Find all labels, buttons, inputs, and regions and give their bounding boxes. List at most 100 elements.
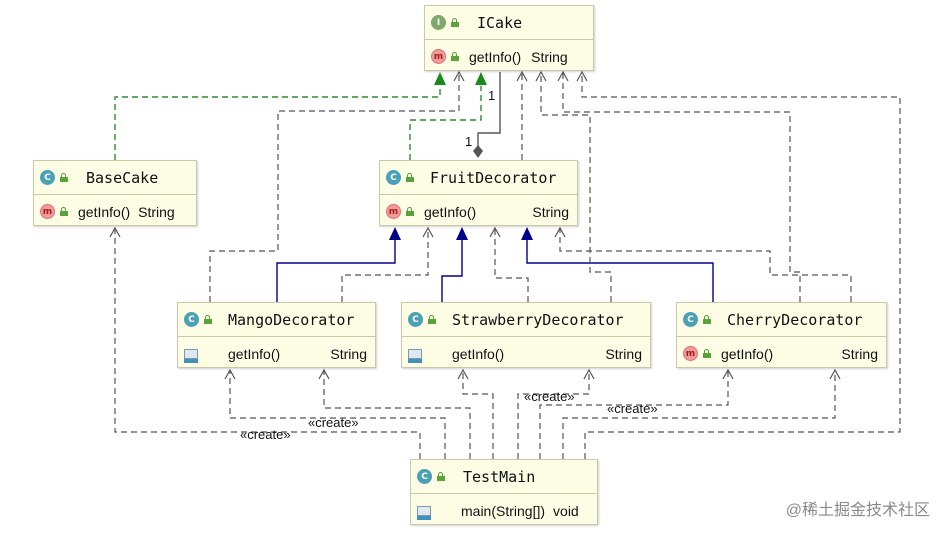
class-icake[interactable]: I ICake m getInfo() String (424, 5, 594, 71)
method-row[interactable]: getInfo() String (178, 337, 375, 370)
public-lock-icon (428, 315, 436, 324)
edge-testmain-creates-strawberry (457, 368, 494, 459)
edge-cherry-extends-fruit (526, 240, 714, 302)
class-testmain[interactable]: C TestMain main(String[]) void (410, 459, 598, 525)
runnable-class-icon: C (417, 469, 432, 484)
create-stereotype-label: «create» (240, 427, 291, 442)
method-name: getInfo() (424, 203, 477, 220)
class-icon: C (386, 170, 401, 185)
method-return-type: String (532, 203, 569, 220)
method-icon: m (431, 49, 446, 64)
create-stereotype-label: «create» (607, 401, 658, 416)
class-title: MangoDecorator (228, 310, 355, 329)
watermark: @稀土掘金技术社区 (785, 502, 930, 519)
public-lock-icon (406, 173, 414, 182)
class-strawberrydecorator[interactable]: C StrawberryDecorator getInfo() String (401, 302, 651, 368)
implements-arrowhead (434, 72, 446, 85)
create-stereotype-label: «create» (524, 389, 575, 404)
edge-testmain-depends-icake (576, 70, 901, 459)
edge-testmain-creates-mango (224, 368, 446, 459)
public-lock-icon (451, 52, 459, 61)
edge-testmain-creates-mango-2 (318, 368, 471, 459)
public-lock-icon (451, 18, 459, 27)
class-title: CherryDecorator (727, 310, 863, 329)
class-title: FruitDecorator (430, 168, 557, 187)
class-title: ICake (477, 13, 523, 32)
method-row[interactable]: main(String[]) void (411, 494, 597, 527)
edge-cherry-depends-icake (557, 70, 801, 302)
method-return-type: String (531, 48, 568, 65)
extends-arrowhead (389, 227, 401, 240)
create-stereotype-label: «create» (308, 415, 359, 430)
implements-arrowhead (475, 72, 487, 85)
method-name: main(String[]) (461, 502, 546, 519)
edge-fruit-composes-icake (477, 72, 501, 148)
public-lock-icon (406, 207, 414, 216)
method-icon: m (683, 346, 698, 361)
extends-arrowhead (456, 227, 468, 240)
class-icon: C (408, 312, 423, 327)
public-lock-icon (204, 315, 212, 324)
class-fruitdecorator[interactable]: C FruitDecorator m getInfo() String (379, 160, 578, 226)
class-title: TestMain (463, 467, 536, 486)
method-row[interactable]: m getInfo() String (677, 337, 886, 370)
class-icon: C (40, 170, 55, 185)
edge-testmain-uses-basecake (109, 226, 421, 459)
class-header: C CherryDecorator (677, 303, 886, 337)
multiplicity-label: 1 (488, 88, 496, 103)
method-name: getInfo() (228, 345, 281, 362)
edge-cherry-depends-fruit (554, 226, 852, 302)
interface-icon: I (431, 15, 446, 30)
public-lock-icon (703, 315, 711, 324)
method-name: getInfo() (469, 48, 522, 65)
method-icon: m (40, 204, 55, 219)
method-row[interactable]: m getInfo() String (380, 195, 577, 228)
public-lock-icon (703, 349, 711, 358)
composition-diamond (473, 145, 483, 158)
class-icon: C (683, 312, 698, 327)
multiplicity-label: 1 (465, 134, 473, 149)
method-row[interactable]: getInfo() String (402, 337, 650, 370)
method-row[interactable]: m getInfo() String (425, 40, 593, 73)
edge-mango-depends-fruit (341, 226, 434, 302)
class-title: StrawberryDecorator (452, 310, 624, 329)
class-cherrydecorator[interactable]: C CherryDecorator m getInfo() String (676, 302, 887, 368)
class-header: C MangoDecorator (178, 303, 375, 337)
edge-strawberry-depends-icake (535, 70, 612, 302)
class-header: C StrawberryDecorator (402, 303, 650, 337)
method-name: getInfo() (721, 345, 774, 362)
method-return-type: String (841, 345, 878, 362)
edge-strawberry-depends-fruit (489, 226, 529, 302)
edge-basecake-implements-icake (114, 76, 441, 160)
class-icon: C (184, 312, 199, 327)
method-return-type: String (138, 203, 175, 220)
method-name: getInfo() (452, 345, 505, 362)
public-lock-icon (60, 207, 68, 216)
class-header: C FruitDecorator (380, 161, 577, 195)
public-lock-icon (60, 173, 68, 182)
edge-fruit-implements-icake (409, 86, 482, 160)
method-row[interactable]: m getInfo() String (34, 195, 196, 228)
run-icon (184, 348, 198, 363)
method-return-type: String (330, 345, 367, 362)
method-name: getInfo() (78, 203, 131, 220)
class-header: C BaseCake (34, 161, 196, 195)
method-return-type: String (605, 345, 642, 362)
method-icon: m (386, 204, 401, 219)
run-icon (408, 348, 422, 363)
edge-testmain-creates-strawberry-2 (517, 368, 595, 459)
extends-arrowhead (521, 227, 533, 240)
run-icon (417, 505, 431, 520)
class-basecake[interactable]: C BaseCake m getInfo() String (33, 160, 197, 226)
edge-mango-depends-icake (209, 70, 465, 302)
class-mangodecorator[interactable]: C MangoDecorator getInfo() String (177, 302, 376, 368)
edge-mango-extends-fruit (276, 240, 396, 302)
public-lock-icon (437, 472, 445, 481)
method-return-type: void (553, 502, 579, 519)
class-header: C TestMain (411, 460, 597, 494)
class-header: I ICake (425, 6, 593, 40)
edge-strawberry-extends-fruit (441, 240, 463, 302)
class-title: BaseCake (86, 168, 159, 187)
edge-testmain-creates-cherry-2 (562, 368, 841, 459)
